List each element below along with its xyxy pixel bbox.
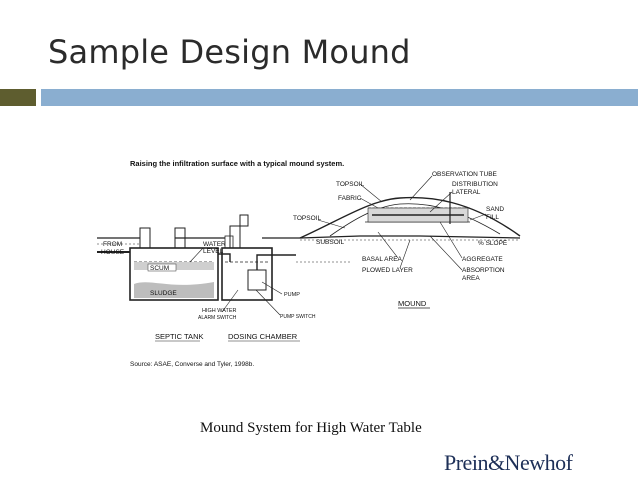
dosing-chamber-drawing [221, 214, 350, 301]
label-basal-area: BASAL AREA [362, 256, 403, 263]
label-high-water-1: HIGH WATER [202, 308, 237, 314]
label-pump: PUMP [284, 292, 300, 298]
label-topsoil-top: TOPSOIL [336, 181, 364, 188]
label-from-house-1: FROM [103, 241, 122, 248]
label-absorption-1: ABSORPTION [462, 267, 505, 274]
label-distribution-2: LATERAL [452, 189, 481, 196]
label-observation-tube: OBSERVATION TUBE [432, 171, 498, 178]
mound-labels: OBSERVATION TUBE TOPSOIL DISTRIBUTION LA… [293, 171, 508, 308]
accent-bar-right [41, 89, 638, 106]
figure-source: Source: ASAE, Converse and Tyler, 1998b. [130, 361, 254, 368]
label-septic-tank: SEPTIC TANK [155, 332, 203, 341]
label-topsoil-side: TOPSOIL [293, 215, 321, 222]
scum-layer [147, 263, 177, 272]
label-plowed-layer: PLOWED LAYER [362, 267, 413, 274]
label-water-level-2: LEVEL [203, 248, 224, 255]
label-sand-2: FILL [486, 214, 499, 221]
label-from-house-2: HOUSE [101, 249, 125, 256]
label-sand-1: SAND [486, 206, 504, 213]
tank-labels: FROM HOUSE WATER LEVEL HIGH WATER ALARM … [101, 241, 316, 341]
label-scum: SCUM [150, 265, 169, 272]
label-mound: MOUND [398, 299, 427, 308]
company-logo: Prein&Newhof [444, 450, 573, 475]
label-water-level-1: WATER [203, 241, 226, 248]
label-sludge: SLUDGE [150, 290, 177, 297]
label-subsoil: SUBSOIL [316, 239, 345, 246]
label-pump-switch: PUMP SWITCH [280, 314, 316, 320]
slide-title: Sample Design Mound [48, 33, 411, 71]
label-distribution-1: DISTRIBUTION [452, 181, 498, 188]
figure-caption: Mound System for High Water Table [200, 420, 422, 436]
tank-leader-lines [155, 247, 300, 342]
label-slope: % SLOPE [478, 240, 508, 247]
label-high-water-2: ALARM SWITCH [198, 315, 237, 321]
label-fabric: FABRIC [338, 195, 362, 202]
ground-surface [97, 235, 521, 245]
mound-drawing [299, 192, 521, 239]
label-aggregate: AGGREGATE [462, 256, 503, 263]
accent-bar-left [0, 89, 36, 106]
label-absorption-2: AREA [462, 275, 480, 282]
label-dosing-chamber: DOSING CHAMBER [228, 332, 298, 341]
leader-lines [317, 175, 487, 271]
figure-heading: Raising the infiltration surface with a … [130, 159, 344, 168]
